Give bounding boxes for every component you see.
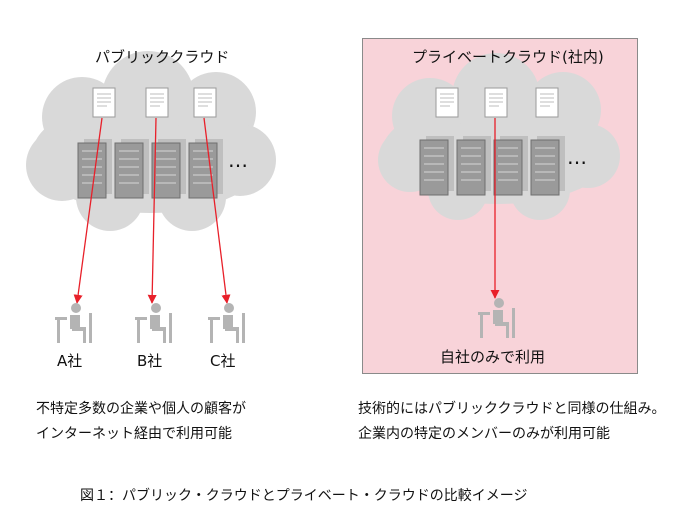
- server-icon: [188, 139, 223, 199]
- access-arrow: [203, 117, 231, 304]
- private-usage-label: 自社のみで利用: [440, 348, 546, 366]
- server-icon: [151, 139, 186, 199]
- server-icon: [114, 139, 149, 199]
- server-icon: [456, 136, 491, 196]
- server-icon: [493, 136, 528, 196]
- company-label-b: B社: [137, 352, 163, 370]
- figure-caption: 図１：パブリック・クラウドとプライベート・クラウドの比較イメージ: [80, 488, 528, 504]
- person-at-desk-icon: [55, 303, 92, 343]
- description-line: インターネット経由で利用可能: [36, 426, 232, 442]
- person-at-desk-icon: [478, 298, 515, 338]
- document-icon: [435, 87, 459, 118]
- description-line: 企業内の特定のメンバーのみが利用可能: [358, 426, 610, 442]
- public-cloud-description: 不特定多数の企業や個人の顧客が インターネット経由で利用可能: [36, 397, 246, 447]
- access-arrow: [147, 117, 157, 304]
- person-at-desk-icon: [208, 303, 245, 343]
- private-cloud-description: 技術的にはパブリッククラウドと同様の仕組み。 企業内の特定のメンバーのみが利用可…: [358, 397, 665, 447]
- public-cloud-title: パブリッククラウド: [95, 48, 230, 66]
- server-icon: [530, 136, 565, 196]
- company-label-c: C社: [210, 352, 236, 370]
- document-icon: [535, 87, 559, 118]
- description-line: 技術的にはパブリッククラウドと同様の仕組み。: [358, 401, 666, 417]
- company-label-a: A社: [57, 352, 83, 370]
- document-icon: [484, 87, 508, 118]
- public-cloud-shape: [26, 51, 276, 231]
- access-arrow: [73, 117, 103, 304]
- public-cloud-ellipsis: …: [228, 148, 248, 172]
- person-at-desk-icon: [135, 303, 172, 343]
- document-icon: [92, 87, 116, 118]
- document-icon: [193, 87, 217, 118]
- description-line: 不特定多数の企業や個人の顧客が: [36, 401, 246, 417]
- private-cloud-title: プライベートクラウド(社内): [412, 48, 604, 66]
- private-cloud-ellipsis: …: [567, 145, 587, 169]
- document-icon: [145, 87, 169, 118]
- server-icon: [419, 136, 454, 196]
